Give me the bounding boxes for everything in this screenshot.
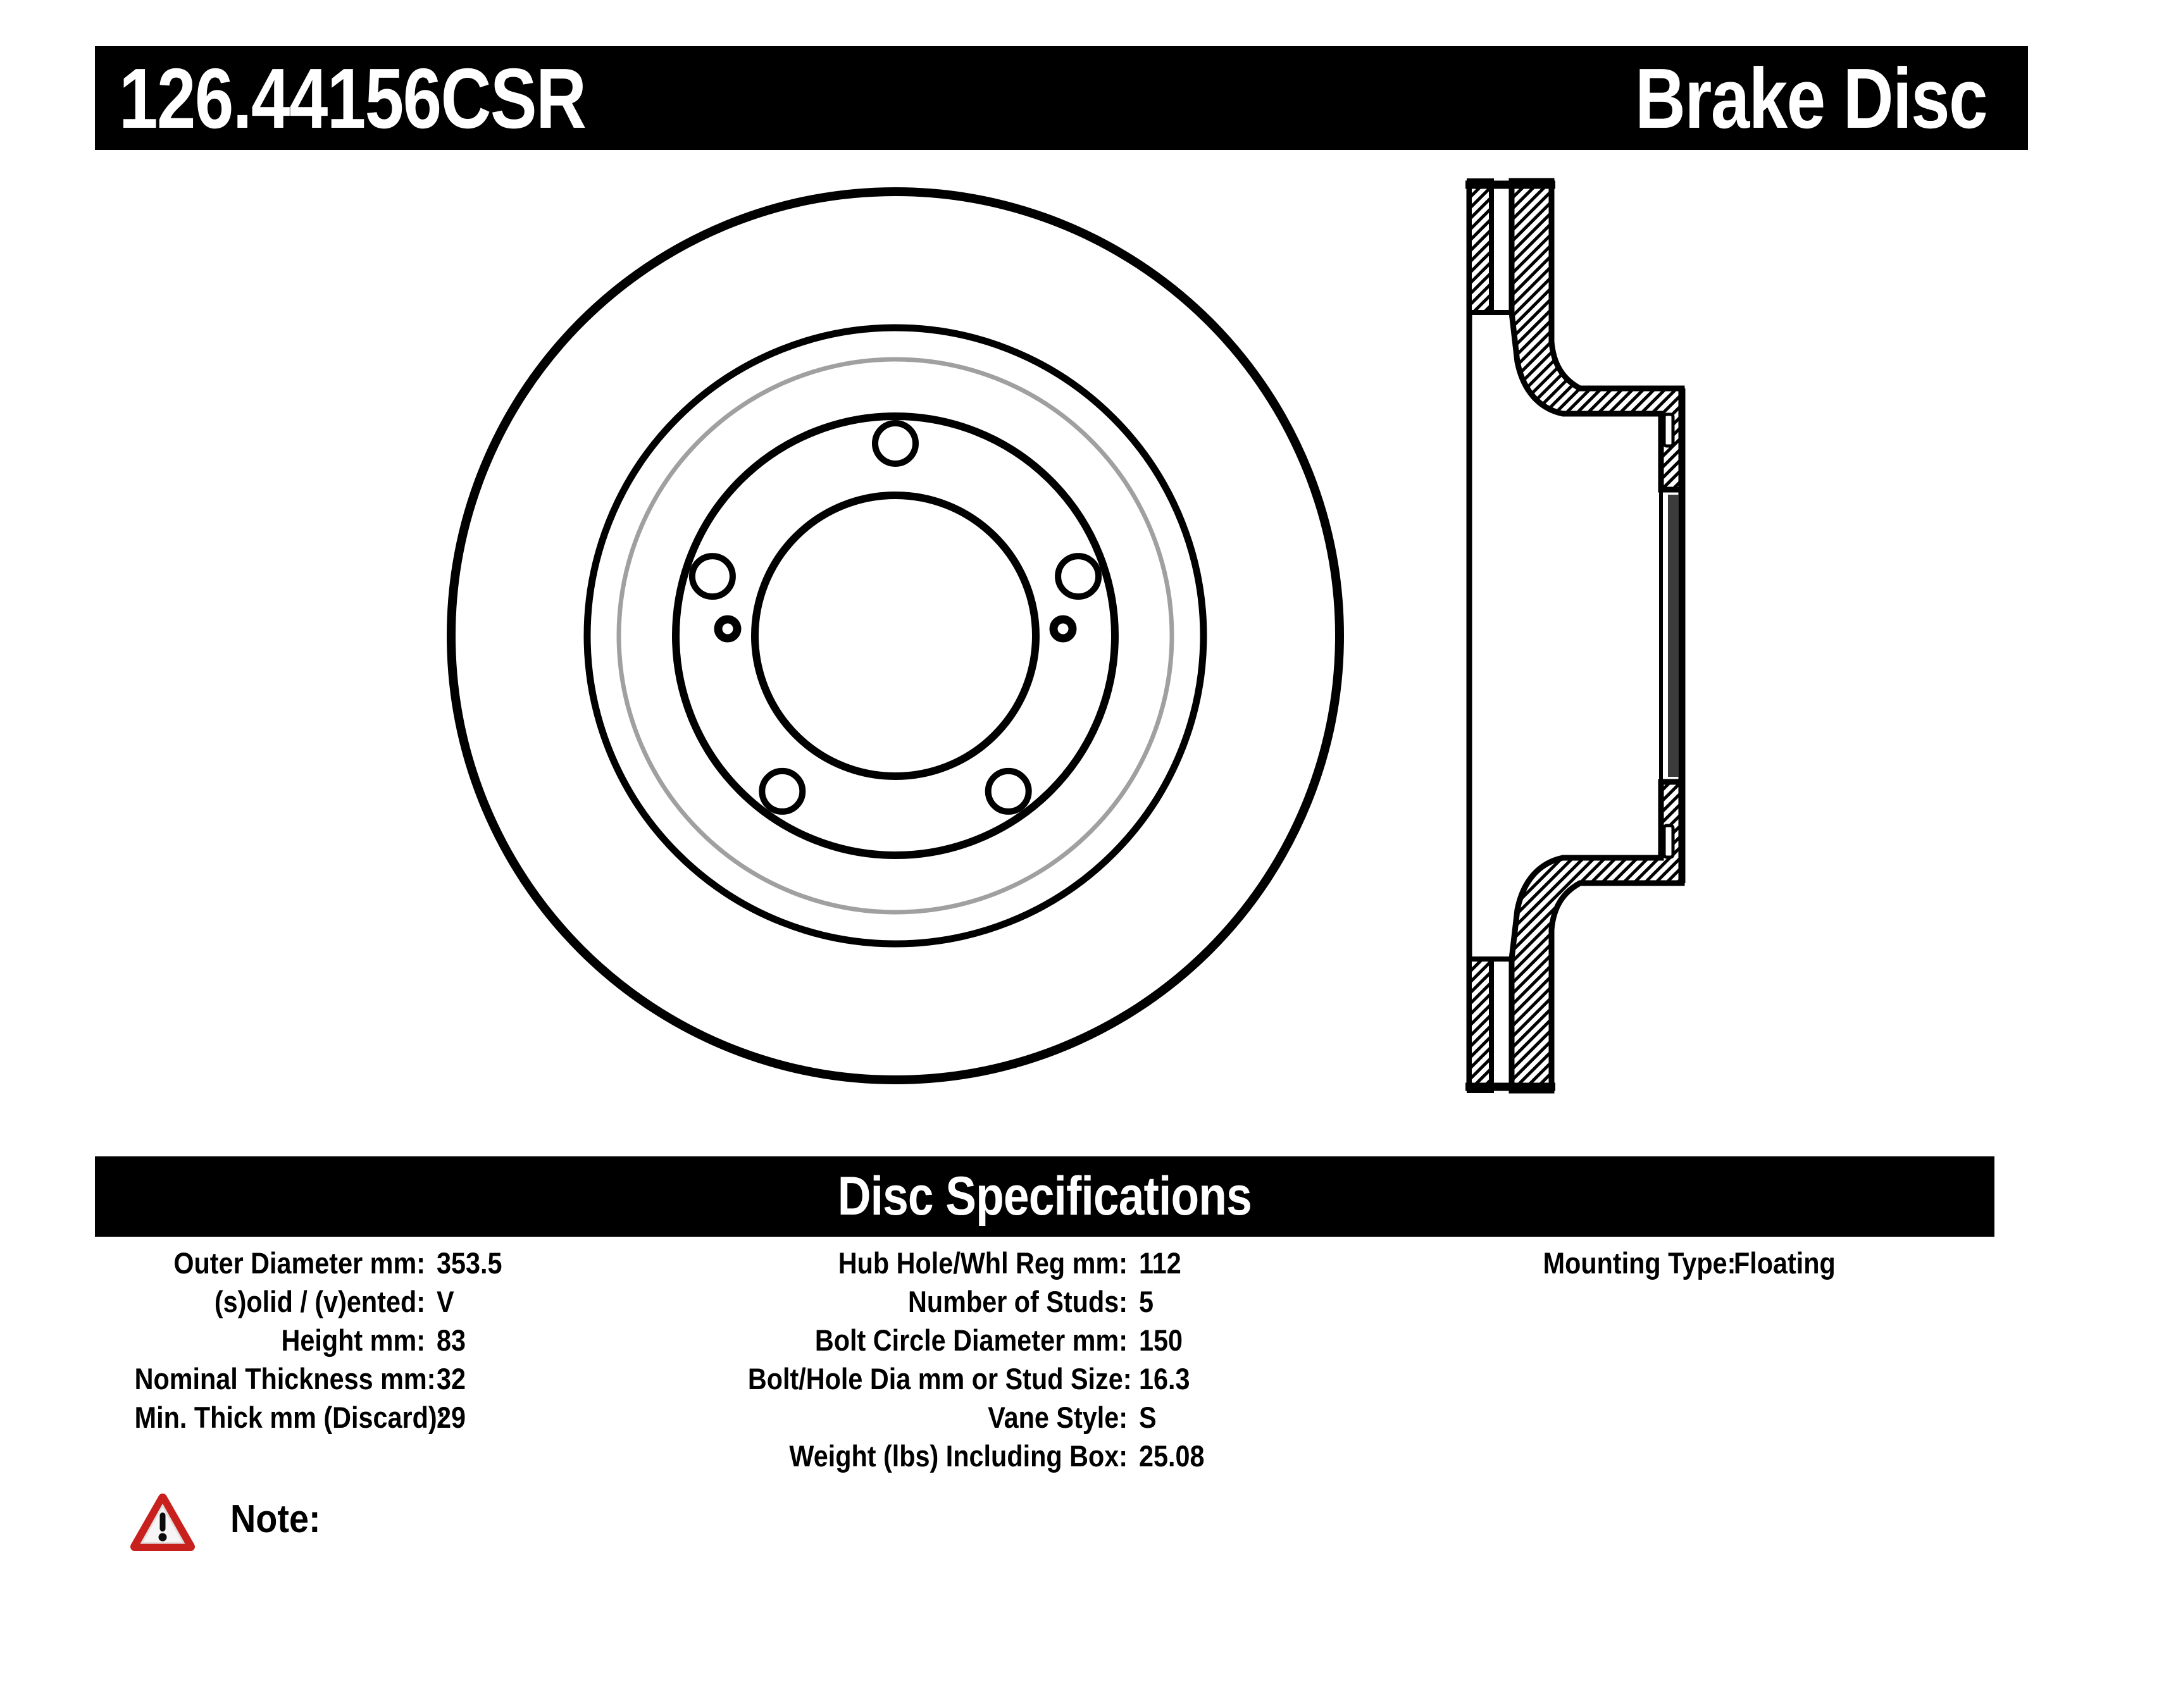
warning-triangle-icon [130, 1494, 195, 1551]
spec-label: Min. Thick mm (Discard): [134, 1401, 446, 1434]
spec-label: Mounting Type: [1543, 1246, 1736, 1280]
spec-row: Hub Hole/Whl Reg mm: 112 [696, 1244, 1214, 1282]
spec-value: 25.08 [1139, 1439, 1205, 1473]
spec-row: Height mm: 83 [95, 1321, 511, 1359]
hub-flange-circle [672, 412, 1119, 859]
header-bar: 126.44156CSR Brake Disc [95, 46, 2028, 150]
spec-row: (s)olid / (v)ented: V [95, 1282, 511, 1321]
spec-label: Number of Studs: [908, 1285, 1128, 1318]
spec-row: Bolt/Hole Dia mm or Stud Size:16.3 [696, 1359, 1214, 1398]
section-bottom-hat-arm [1508, 779, 1685, 1094]
part-number: 126.44156CSR [119, 50, 587, 146]
note-section: Note: [130, 1492, 330, 1555]
section-bottom-outboard-plate [1467, 956, 1494, 1093]
spec-row: Number of Studs: 5 [696, 1282, 1214, 1321]
spec-column-right: Mounting Type:Floating [1519, 1244, 1850, 1282]
hat-step-circle [616, 357, 1174, 915]
center-hub-hole-circle [751, 492, 1040, 780]
spec-value: 353.5 [437, 1246, 502, 1280]
section-stud-slot-bottom [1662, 824, 1675, 859]
stud-holes [688, 420, 1102, 815]
spec-label: Height mm: [281, 1323, 425, 1357]
spec-label: Nominal Thickness mm: [134, 1362, 436, 1395]
spec-value: 150 [1139, 1323, 1183, 1357]
spec-value: 29 [437, 1401, 466, 1434]
stud-hole [759, 767, 806, 815]
spec-row: Mounting Type:Floating [1519, 1244, 1850, 1282]
spec-value: 32 [437, 1362, 466, 1395]
spec-value: V [437, 1285, 454, 1318]
spec-label: Vane Style: [988, 1401, 1128, 1434]
spec-value: S [1139, 1401, 1157, 1434]
section-title: Disc Specifications [837, 1166, 1252, 1227]
section-top-vent-gap [1494, 183, 1509, 310]
section-bore-shading [1668, 495, 1679, 777]
spec-row: Outer Diameter mm: 353.5 [95, 1244, 511, 1282]
spec-value: 16.3 [1139, 1362, 1190, 1395]
stud-hole [872, 420, 919, 467]
spec-row: Nominal Thickness mm:32 [95, 1359, 511, 1398]
stud-hole [985, 767, 1032, 815]
pin-hole [714, 615, 742, 643]
disc-front-view [447, 187, 1344, 1084]
braking-surface-inner-circle [583, 324, 1207, 948]
spec-value: Floating [1734, 1246, 1836, 1280]
spec-value: 5 [1139, 1285, 1154, 1318]
brake-disc-drawing [447, 178, 1686, 1094]
product-type-title: Brake Disc [1635, 50, 1988, 146]
spec-label: Outer Diameter mm: [173, 1246, 425, 1280]
pin-hole [1049, 615, 1077, 643]
disc-cross-section [1465, 178, 1686, 1094]
spec-row: Vane Style: S [696, 1398, 1214, 1437]
section-bottom-vent-gap [1494, 962, 1509, 1088]
stud-hole [1055, 553, 1102, 600]
spec-label: Hub Hole/Whl Reg mm: [838, 1246, 1128, 1280]
stud-hole [688, 553, 736, 600]
spec-value: 112 [1139, 1246, 1181, 1280]
spec-label: Bolt/Hole Dia mm or Stud Size: [747, 1362, 1132, 1395]
section-bar: Disc Specifications [95, 1156, 1994, 1237]
spec-label: Weight (lbs) Including Box: [789, 1439, 1128, 1473]
spec-label: (s)olid / (v)ented: [214, 1285, 425, 1318]
section-top-outboard-plate [1467, 178, 1494, 315]
spec-label: Bolt Circle Diameter mm: [814, 1323, 1128, 1357]
pin-holes [714, 615, 1077, 643]
spec-column-left: Outer Diameter mm:353.5(s)olid / (v)ente… [95, 1244, 511, 1437]
section-stud-slot-top [1662, 412, 1675, 448]
note-label: Note: [230, 1497, 321, 1541]
spec-row: Bolt Circle Diameter mm: 150 [696, 1321, 1214, 1359]
disc-outer-edge-circle [447, 187, 1344, 1084]
spec-row: Weight (lbs) Including Box: 25.08 [696, 1437, 1214, 1475]
spec-value: 83 [437, 1323, 466, 1357]
spec-row: Min. Thick mm (Discard):29 [95, 1398, 511, 1437]
section-top-hat-arm [1508, 178, 1685, 493]
